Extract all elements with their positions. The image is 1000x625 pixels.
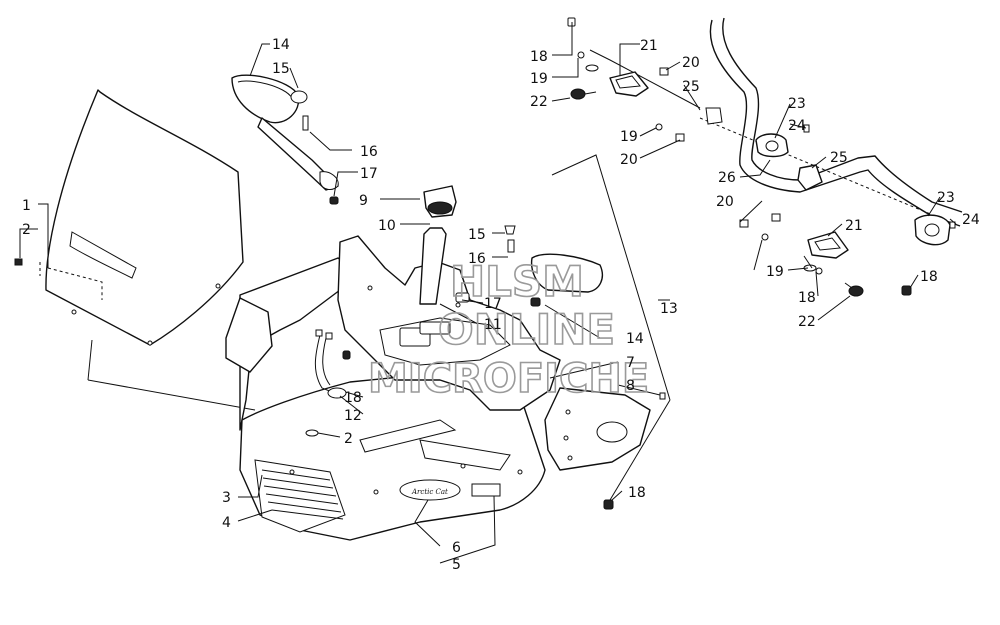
callout-16-top: 16 [360, 144, 378, 160]
callout-15-top: 15 [272, 61, 290, 77]
callout-26: 26 [718, 170, 736, 186]
callout-18-top: 18 [530, 49, 548, 65]
mirror-left [231, 74, 339, 205]
watermark-line2: ONLINE [438, 305, 615, 354]
leader-lines [19, 22, 957, 564]
lower-fairing: Arctic Cat [225, 257, 546, 541]
mirror-right [530, 253, 604, 307]
callouts: 1 2 14 15 16 17 9 10 15 16 17 11 13 14 7… [22, 37, 980, 573]
callout-5: 5 [452, 557, 461, 573]
callout-23-right: 23 [937, 190, 955, 206]
callout-11: 11 [484, 317, 502, 333]
callout-7: 7 [626, 355, 635, 371]
callout-20-mid: 20 [620, 152, 638, 168]
callout-10: 10 [378, 218, 396, 234]
callout-24-top: 24 [788, 118, 806, 134]
fasteners-middle [504, 225, 516, 253]
callout-21-top: 21 [640, 38, 658, 54]
callout-8: 8 [626, 378, 635, 394]
callout-3: 3 [222, 490, 231, 506]
callout-24-right: 24 [962, 212, 980, 228]
callout-6: 6 [452, 540, 461, 556]
watermark: HLSM ONLINE MICROFICHE [367, 256, 650, 403]
callout-25-right: 25 [830, 150, 848, 166]
callout-17-top: 17 [360, 166, 378, 182]
watermark-line3: MICROFICHE [368, 356, 649, 402]
wire-harness [314, 329, 351, 399]
screw-2-left [14, 258, 23, 266]
windshield [45, 89, 244, 346]
callout-20-lower: 20 [716, 194, 734, 210]
callout-21-lower: 21 [845, 218, 863, 234]
callout-15-mid: 15 [468, 227, 486, 243]
callout-14-right: 14 [626, 331, 644, 347]
callout-1: 1 [22, 198, 31, 214]
upper-dash [337, 235, 561, 411]
side-panel-right [544, 387, 651, 471]
callout-25-top: 25 [682, 79, 700, 95]
callout-14-top: 14 [272, 37, 290, 53]
callout-2-mid: 2 [344, 431, 353, 447]
svg-text:Arctic Cat: Arctic Cat [411, 488, 448, 496]
callout-12: 12 [344, 408, 362, 424]
callout-13: 13 [660, 301, 678, 317]
plug-2-center [305, 429, 319, 437]
callout-16-mid: 16 [468, 251, 486, 267]
screw-8 [659, 392, 666, 400]
callout-18-mid: 18 [344, 390, 362, 406]
watermark-line1: HLSM [450, 257, 584, 306]
callout-22-top: 22 [530, 94, 548, 110]
callout-18-far-right: 18 [920, 269, 938, 285]
callout-19-top: 19 [530, 71, 548, 87]
callout-19-mid: 19 [620, 129, 638, 145]
callout-22-lower: 22 [798, 314, 816, 330]
callout-18-lower: 18 [628, 485, 646, 501]
handlebar-parts [567, 17, 956, 297]
callout-23-top: 23 [788, 96, 806, 112]
callout-18-lower-right: 18 [798, 290, 816, 306]
callout-4: 4 [222, 515, 231, 531]
callout-19-lower: 19 [766, 264, 784, 280]
gauge-pod [419, 185, 470, 305]
callout-17-mid: 17 [484, 296, 502, 312]
callout-9: 9 [359, 193, 368, 209]
handlebar [589, 17, 963, 227]
nut-18-lower [603, 499, 614, 510]
callout-2-left: 2 [22, 222, 31, 238]
callout-20-top: 20 [682, 55, 700, 71]
